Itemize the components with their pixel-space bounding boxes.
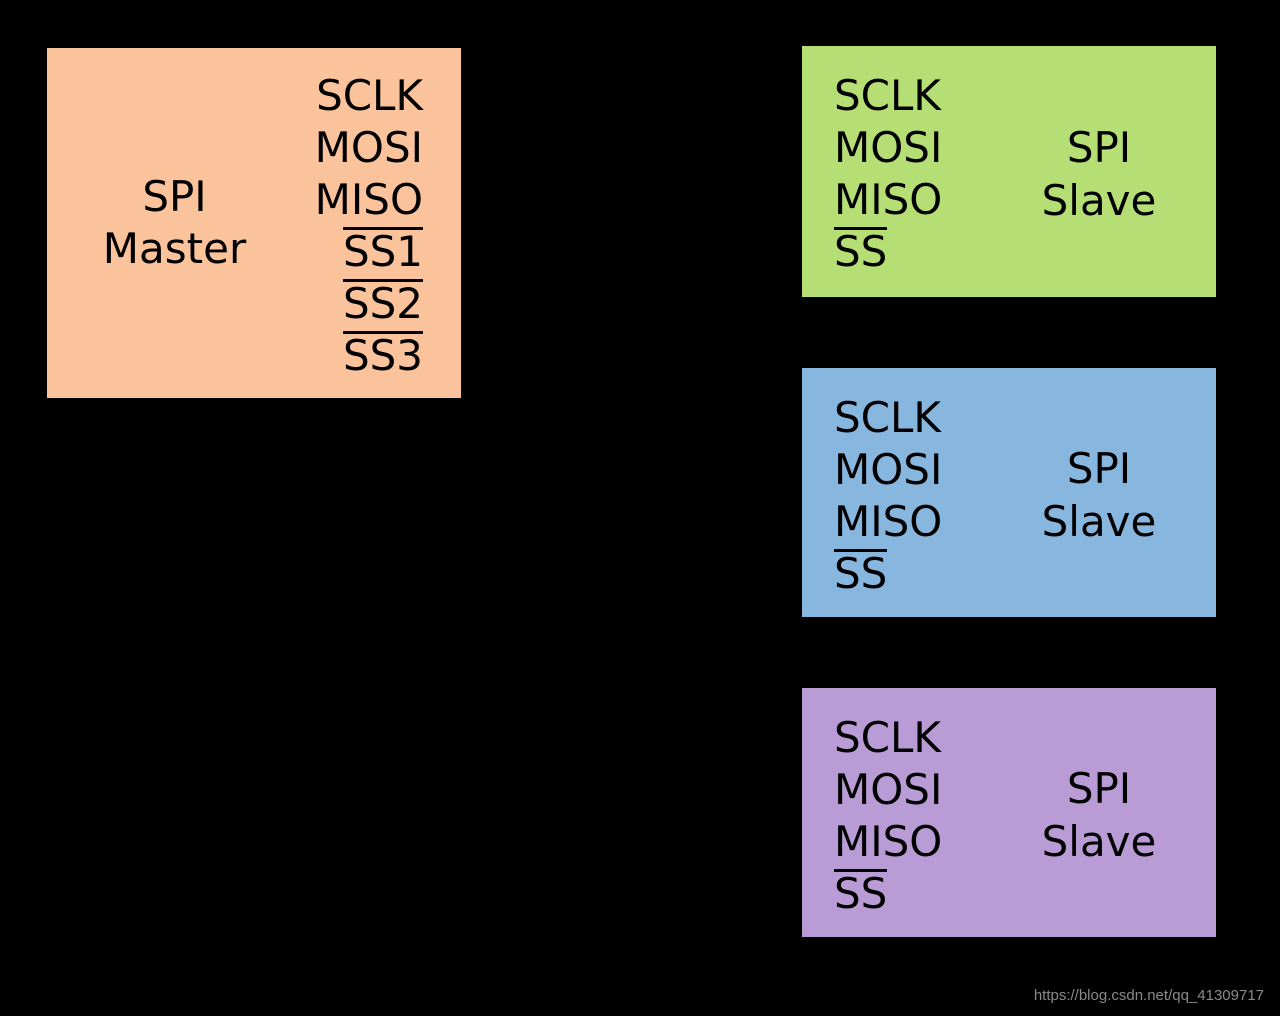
spi-slave-name-line: SPI bbox=[1066, 123, 1132, 173]
spi-master-name-line: Master bbox=[102, 224, 247, 273]
active-low-overline: SS2 bbox=[342, 278, 424, 330]
pin-label-ss3: SS3 bbox=[342, 330, 424, 382]
spi-slave-name: SPI Slave bbox=[1004, 371, 1194, 620]
spi-slave-pin-list: SCLK MOSI MISO SS bbox=[834, 70, 942, 278]
spi-slave-block: SCLK MOSI MISO SS SPI Slave bbox=[802, 368, 1216, 617]
spi-slave-block: SCLK MOSI MISO SS SPI Slave bbox=[802, 688, 1216, 937]
pin-label-ss1: SS1 bbox=[342, 226, 424, 278]
pin-label-mosi: MOSI bbox=[834, 123, 943, 173]
pin-label-miso: MISO bbox=[834, 497, 943, 547]
active-low-overline: SS1 bbox=[342, 226, 424, 278]
pin-label-miso: MISO bbox=[834, 817, 943, 867]
pin-label-sclk: SCLK bbox=[316, 71, 423, 120]
pin-label-ss: SS bbox=[834, 226, 888, 278]
spi-master-pin-list: SCLK MOSI MISO SS1 SS2 SS3 bbox=[314, 70, 424, 382]
pin-label-ss2: SS2 bbox=[342, 278, 424, 330]
active-low-overline: SS bbox=[834, 226, 888, 278]
watermark-url: https://blog.csdn.net/qq_41309717 bbox=[1033, 987, 1264, 1004]
spi-slave-name-line: Slave bbox=[1041, 175, 1157, 225]
active-low-overline: SS3 bbox=[342, 330, 424, 382]
spi-slave-name-line: Slave bbox=[1041, 496, 1157, 546]
pin-label-mosi: MOSI bbox=[314, 123, 423, 173]
pin-label-mosi: MOSI bbox=[834, 765, 943, 815]
pin-label-ss: SS bbox=[834, 868, 888, 920]
spi-slave-name-line: Slave bbox=[1041, 816, 1157, 866]
pin-label-sclk: SCLK bbox=[834, 71, 941, 120]
spi-master-name: SPI Master bbox=[47, 48, 302, 398]
spi-slave-pin-list: SCLK MOSI MISO SS bbox=[834, 712, 942, 920]
spi-slave-name: SPI Slave bbox=[1004, 691, 1194, 940]
spi-slave-block: SCLK MOSI MISO SS SPI Slave bbox=[802, 46, 1216, 297]
spi-slave-name: SPI Slave bbox=[1004, 49, 1194, 300]
pin-label-sclk: SCLK bbox=[834, 393, 941, 442]
spi-master-block: SPI Master SCLK MOSI MISO SS1 SS2 SS3 bbox=[47, 48, 461, 398]
active-low-overline: SS bbox=[834, 548, 888, 600]
active-low-overline: SS bbox=[834, 868, 888, 920]
spi-slave-pin-list: SCLK MOSI MISO SS bbox=[834, 392, 942, 600]
spi-master-name-line: SPI bbox=[142, 171, 207, 221]
spi-slave-name-line: SPI bbox=[1066, 764, 1132, 814]
pin-label-miso: MISO bbox=[834, 175, 943, 225]
pin-label-sclk: SCLK bbox=[834, 713, 941, 762]
pin-label-mosi: MOSI bbox=[834, 445, 943, 495]
spi-slave-name-line: SPI bbox=[1066, 444, 1132, 494]
pin-label-ss: SS bbox=[834, 548, 888, 600]
pin-label-miso: MISO bbox=[314, 175, 423, 225]
